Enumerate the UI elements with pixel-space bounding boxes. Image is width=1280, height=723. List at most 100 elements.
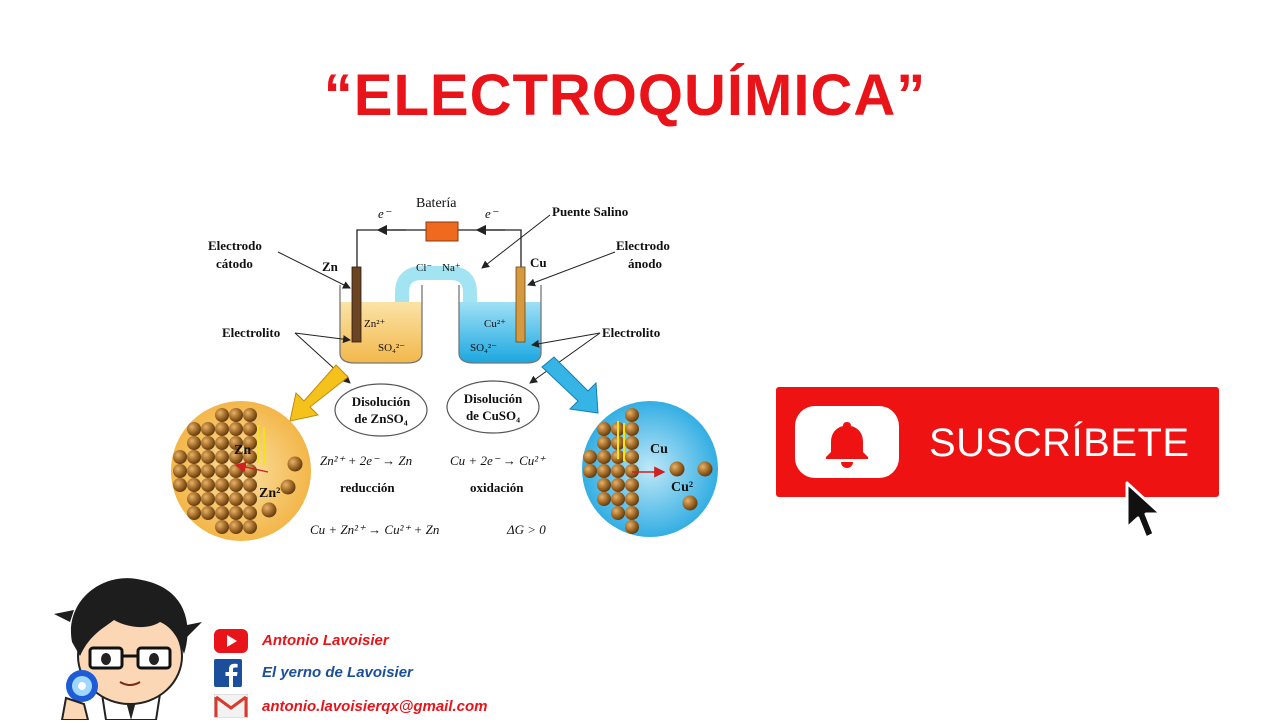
metal-atom (625, 422, 639, 436)
cuso4-solution-bubble (446, 380, 540, 434)
oxidation-equation: Cu + 2e⁻ → Cu²⁺ (450, 453, 546, 468)
metal-atom (187, 506, 201, 520)
cuso4-label-2: de CuSO₄ (466, 408, 520, 423)
metal-atom (187, 492, 201, 506)
metal-atom (611, 506, 625, 520)
metal-atom (229, 492, 243, 506)
metal-atom (243, 478, 257, 492)
copper-electrode (515, 266, 526, 343)
metal-atom (625, 464, 639, 478)
zoom-zn2-label: Zn² (259, 486, 280, 501)
metal-atom (597, 436, 611, 450)
zoom-arrow-left (289, 364, 349, 422)
facebook-page-name: El yerno de Lavoisier (262, 664, 413, 681)
global-equation: Cu + Zn²⁺ → Cu²⁺ + Zn (310, 522, 439, 537)
subscribe-button[interactable]: SUSCRÍBETE (776, 387, 1219, 497)
metal-atom (201, 422, 215, 436)
electrochemical-cell-diagram: Batería e⁻ e⁻ Cl⁻ Na⁺ Zn Zn²⁺ SO₄²⁻ Cu C… (171, 196, 718, 541)
metal-atom (611, 478, 625, 492)
metal-atom (611, 464, 625, 478)
metal-atom (201, 436, 215, 450)
znso4-label-2: de ZnSO₄ (354, 411, 407, 426)
youtube-channel-row[interactable]: Antonio Lavoisier (214, 629, 389, 658)
oxidation-label: oxidación (470, 480, 524, 495)
zinc-zoom-circle (171, 401, 311, 541)
subscribe-label: SUSCRÍBETE (929, 421, 1190, 465)
email-row[interactable]: antonio.lavoisierqx@gmail.com (213, 693, 488, 723)
gmail-icon (213, 693, 249, 719)
metal-atom (215, 506, 229, 520)
metal-atom (583, 450, 597, 464)
metal-atom (597, 450, 611, 464)
chloride-ion-label: Cl⁻ (416, 262, 432, 274)
electron-label-right: e⁻ (485, 206, 499, 221)
salt-bridge-label: Puente Salino (552, 204, 628, 219)
metal-atom (611, 492, 625, 506)
copper-beaker (458, 266, 542, 364)
electrolyte-left-label: Electrolito (222, 325, 280, 340)
metal-atom (625, 478, 639, 492)
zinc-ion-beaker-label: Zn²⁺ (364, 318, 386, 330)
battery (425, 221, 459, 242)
youtube-channel-name: Antonio Lavoisier (262, 632, 389, 649)
metal-atom (229, 506, 243, 520)
metal-atom (201, 464, 215, 478)
zoom-cu2-label: Cu² (671, 480, 693, 495)
metal-atom (243, 492, 257, 506)
metal-atom (243, 506, 257, 520)
metal-atom (625, 492, 639, 506)
metal-atom (201, 506, 215, 520)
metal-atom (229, 408, 243, 422)
metal-atom (229, 422, 243, 436)
sulfate-left-label: SO₄²⁻ (378, 342, 405, 354)
metal-atom (229, 436, 243, 450)
zinc-atom-lattice (173, 408, 257, 534)
metal-atom (597, 464, 611, 478)
gibbs-energy-label: ΔG > 0 (506, 522, 546, 537)
metal-atom (187, 464, 201, 478)
metal-atom (243, 422, 257, 436)
metal-atom (187, 450, 201, 464)
metal-atom (597, 422, 611, 436)
youtube-bell-icon (795, 406, 899, 478)
battery-label: Batería (416, 196, 457, 211)
metal-atom (583, 464, 597, 478)
metal-atom (215, 492, 229, 506)
metal-atom (215, 464, 229, 478)
metal-atom (215, 422, 229, 436)
metal-atom (243, 408, 257, 422)
metal-atom (243, 436, 257, 450)
avatar (54, 578, 202, 720)
reduction-label: reducción (340, 480, 395, 495)
reduction-equation: Zn²⁺ + 2e⁻ → Zn (320, 453, 412, 468)
youtube-icon (214, 629, 248, 653)
metal-atom (243, 464, 257, 478)
metal-atom (173, 464, 187, 478)
copper-zoom-circle (582, 401, 718, 537)
salt-bridge (395, 266, 477, 337)
zoom-zn-label: Zn (234, 443, 251, 458)
cuso4-label-1: Disolución (464, 391, 523, 406)
metal-atom (597, 492, 611, 506)
anode-label-2: ánodo (628, 256, 662, 271)
anode-label-1: Electrodo (616, 238, 670, 253)
metal-atom (215, 408, 229, 422)
metal-atom (625, 520, 639, 534)
electrolyte-right-label: Electrolito (602, 325, 660, 340)
metal-atom (173, 478, 187, 492)
metal-atom (229, 520, 243, 534)
cathode-label-2: cátodo (216, 256, 253, 271)
metal-atom (243, 450, 257, 464)
metal-atom (187, 422, 201, 436)
metal-atom (215, 436, 229, 450)
metal-atom (243, 520, 257, 534)
metal-atom (625, 436, 639, 450)
metal-atom (201, 478, 215, 492)
battery-circuit (356, 221, 522, 267)
metal-atom (597, 478, 611, 492)
zinc-electrode-label: Zn (322, 259, 339, 274)
znso4-solution-bubble (334, 383, 428, 437)
metal-atom (201, 450, 215, 464)
facebook-page-row[interactable]: El yerno de Lavoisier (214, 659, 413, 692)
metal-atom (229, 478, 243, 492)
